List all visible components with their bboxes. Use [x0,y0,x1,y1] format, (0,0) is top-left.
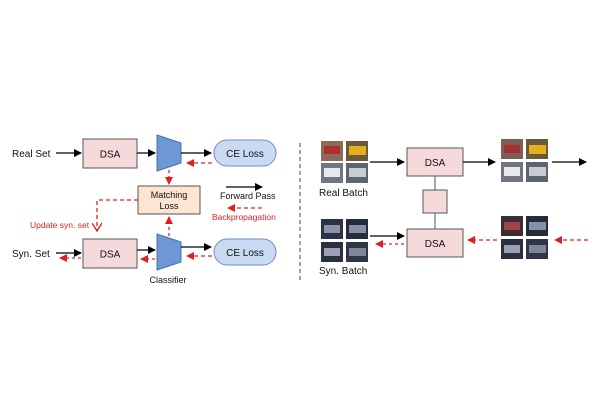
legend-forward-label: Forward Pass [220,191,276,201]
matching-loss-label-line1: Matching [151,190,188,200]
car-image-thumbnail [504,167,520,176]
classifier-network-bottom [156,233,182,271]
dsa-top-right-label: DSA [425,158,446,169]
augmented-real-images [501,139,548,182]
real-batch-images [321,141,368,183]
syn-batch-images [321,219,368,262]
update-syn-set-label: Update syn. set [30,220,90,230]
car-image-thumbnail [529,222,546,230]
left-panel: Real Set DSA CE Loss Matching Loss Updat… [12,134,277,285]
real-set-label: Real Set [12,149,51,160]
car-image-thumbnail [504,145,520,153]
car-image-thumbnail [349,146,366,155]
car-image-thumbnail [349,168,366,177]
update-syn-set-arrow [97,199,138,231]
dsa-box-top-right [406,147,464,177]
dsa-box-bottom-right [406,228,464,258]
car-image-thumbnail [324,225,340,233]
dsa-box-bottom [82,238,138,269]
syn-set-label: Syn. Set [12,249,50,260]
matching-loss-label-line2: Loss [159,201,179,211]
augmented-syn-images [501,216,548,259]
classifier-label: Classifier [149,275,186,285]
dsa-bottom-right-label: DSA [425,239,446,250]
legend-backprop-label: Backpropagation [212,212,276,222]
car-image-thumbnail [529,145,546,154]
car-image-thumbnail [529,245,546,253]
shared-param-box [422,189,448,214]
ce-loss-box-top [213,139,277,167]
real-batch-label: Real Batch [319,188,368,199]
car-image-thumbnail [349,248,366,256]
syn-batch-label: Syn. Batch [319,266,367,277]
dsa-bottom-label: DSA [100,250,121,261]
ce-loss-box-bottom [213,238,277,266]
car-image-thumbnail [529,167,546,176]
car-image-thumbnail [504,222,520,230]
car-image-thumbnail [324,248,340,256]
ce-loss-bottom-label: CE Loss [226,248,264,259]
right-panel: Real Batch DSA [319,139,588,277]
car-image-thumbnail [324,146,340,154]
car-image-thumbnail [324,168,340,177]
classifier-network-top [156,134,182,172]
ce-loss-top-label: CE Loss [226,149,264,160]
dsa-top-label: DSA [100,150,121,161]
car-image-thumbnail [504,245,520,253]
matching-loss-box [137,185,201,215]
car-image-thumbnail [349,225,366,233]
